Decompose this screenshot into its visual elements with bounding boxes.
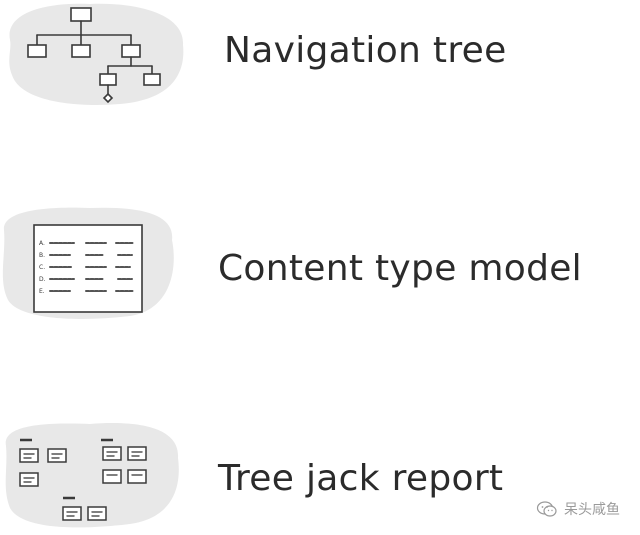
row-letter: B.: [39, 252, 45, 259]
item-label: Tree jack report: [218, 458, 504, 499]
navigation-tree-icon: [9, 3, 184, 105]
watermark: 呆头咸鱼: [536, 499, 620, 519]
diagram-item-content-type-model: A. B. C. D. E. Content type model: [0, 200, 640, 340]
row-letter: C.: [39, 264, 45, 271]
item-label: Navigation tree: [224, 30, 507, 71]
row-letter: D.: [39, 276, 46, 283]
row-letter: E.: [39, 288, 45, 295]
content-type-model-icon: A. B. C. D. E.: [2, 207, 174, 319]
diagram-item-navigation-tree: Navigation tree: [0, 0, 640, 120]
wechat-icon: [536, 501, 557, 517]
diagram-item-tree-jack-report: Tree jack report: [0, 418, 640, 535]
item-label: Content type model: [218, 248, 582, 289]
tree-jack-report-icon: [5, 423, 179, 528]
row-letter: A.: [39, 240, 45, 247]
watermark-text: 呆头咸鱼: [564, 502, 620, 518]
